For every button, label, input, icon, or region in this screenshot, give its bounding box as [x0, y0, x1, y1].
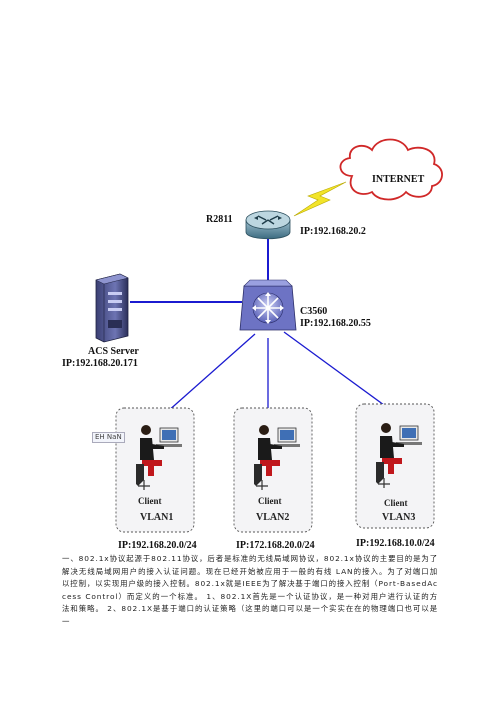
vlan-label-2: VLAN2 — [256, 512, 290, 523]
wan-link-bolt-icon — [293, 181, 347, 217]
vlan-ip-2: IP:172.168.20.0/24 — [236, 540, 315, 551]
link-switch-vlan3 — [283, 331, 389, 409]
vlan-label-3: VLAN3 — [382, 512, 416, 523]
links — [130, 238, 389, 421]
vlan-label-1: VLAN1 — [140, 512, 174, 523]
router-icon — [245, 210, 291, 240]
router-name: R2811 — [206, 214, 233, 225]
client-workstation-icon-1 — [136, 425, 182, 490]
body-paragraph: 一、802.1x协议起源于802.11协议，后者是标准的无线局域网协议，802.… — [62, 554, 438, 626]
vlan-ip-1: IP:192.168.20.0/24 — [118, 540, 197, 551]
client-label-1: Client — [138, 496, 162, 506]
router-ip: IP:192.168.20.2 — [300, 226, 366, 237]
switch-name: C3560 — [300, 306, 328, 317]
client-workstation-icon-3 — [376, 423, 422, 488]
switch-ip: IP:192.168.20.55 — [300, 318, 371, 329]
vlan-ip-3: IP:192.168.10.0/24 — [356, 538, 435, 549]
internet-cloud-icon — [339, 138, 443, 201]
vlan1-badge: EH NaN — [92, 432, 125, 443]
client-label-3: Client — [384, 498, 408, 508]
link-switch-vlan1 — [157, 333, 256, 421]
internet-label: INTERNET — [372, 174, 425, 185]
client-label-2: Client — [258, 496, 282, 506]
client-workstation-icon-2 — [254, 425, 300, 490]
server-name: ACS Server — [88, 346, 139, 357]
vlan-box-3 — [355, 403, 435, 529]
server-ip: IP:192.168.20.171 — [62, 358, 138, 369]
acs-server-icon — [95, 273, 129, 343]
network-diagram — [95, 138, 443, 533]
switch-icon — [239, 279, 297, 331]
